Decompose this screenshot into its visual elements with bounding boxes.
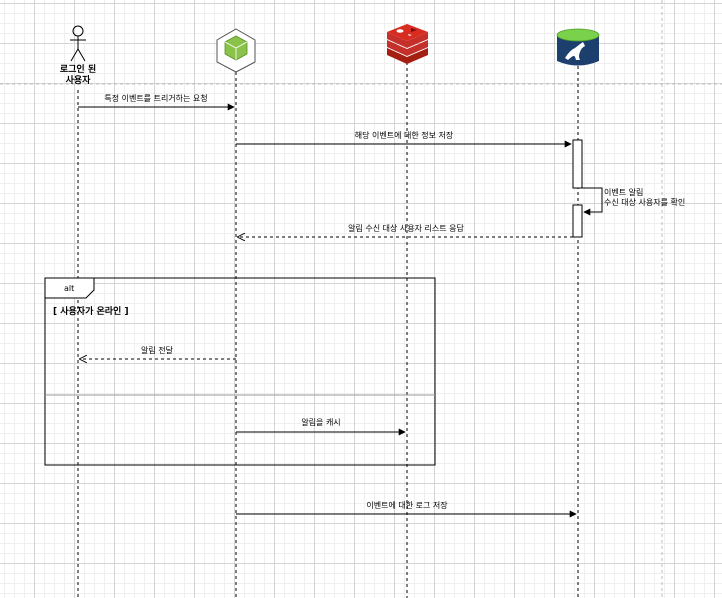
message-label-3: 이벤트 알림 수신 대상 사용자를 확인 — [604, 188, 686, 207]
message-label-7: 이벤트에 대한 로그 저장 — [366, 501, 448, 510]
alt-fragment-tag-box — [44, 277, 95, 299]
redis-cache-icon[interactable] — [387, 24, 428, 64]
database-activation-2 — [572, 204, 583, 238]
message-arrow-3 — [582, 187, 603, 216]
nodejs-server-icon[interactable] — [216, 28, 256, 73]
database-icon[interactable] — [556, 28, 600, 66]
message-label-4: 알림 수신 대상 사용자 리스트 응답 — [348, 224, 464, 233]
user-actor-label: 로그인 된 사용자 — [59, 65, 97, 86]
user-actor-icon[interactable] — [70, 25, 86, 62]
message-label-2: 해당 이벤트에 대한 정보 저장 — [354, 131, 454, 140]
alt-fragment-frame — [44, 277, 436, 466]
message-label-5: 알림 전달 — [141, 346, 173, 355]
alt-fragment-guard: [ 사용자가 온라인 ] — [53, 307, 129, 317]
message-label-1: 특정 이벤트를 트리거하는 요청 — [104, 94, 208, 103]
alt-fragment-tag: alt — [64, 284, 75, 293]
message-label-6: 알림을 캐시 — [301, 418, 341, 427]
database-activation-1 — [572, 139, 583, 189]
